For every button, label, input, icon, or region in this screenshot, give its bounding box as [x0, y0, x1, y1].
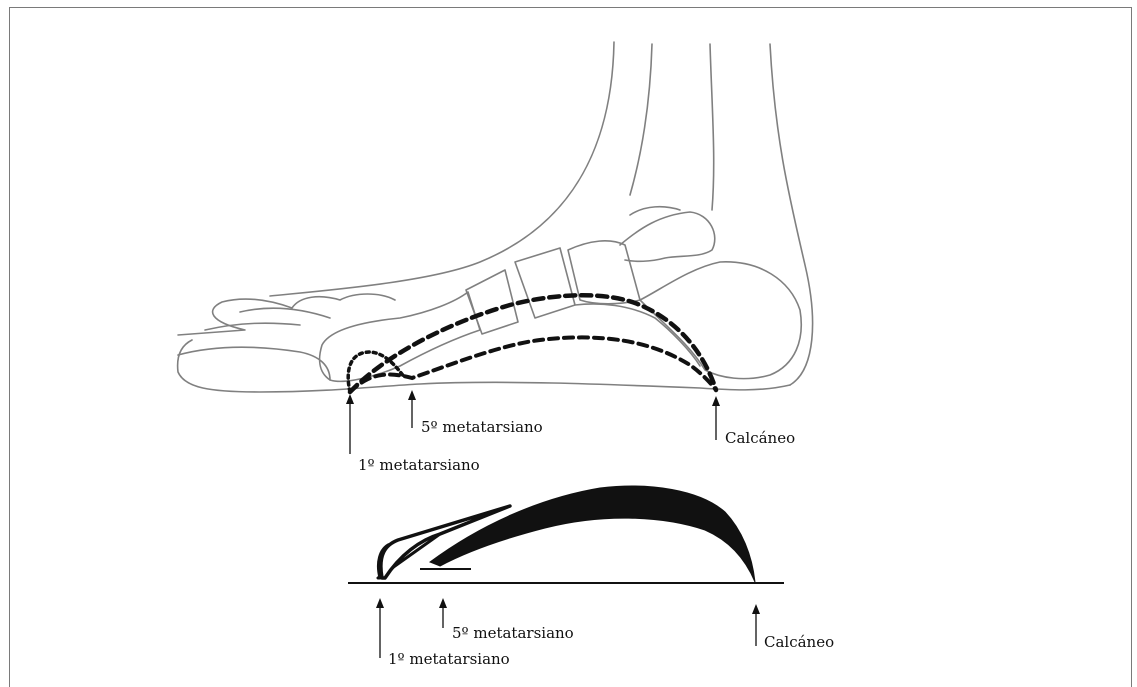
top-arrow-calcaneus — [712, 396, 720, 440]
top-label-first-metatarsal: 1º metatarsiano — [358, 456, 480, 474]
bottom-arrow-fifth-metatarsal — [439, 598, 447, 628]
bottom-label-fifth-metatarsal: 5º metatarsiano — [452, 624, 574, 642]
toe-detail-1 — [178, 347, 330, 380]
bottom-arrow-first-metatarsal — [376, 598, 384, 658]
toe-detail-3 — [240, 308, 330, 318]
tibia-inner-line — [630, 44, 652, 195]
cuneiform-2 — [515, 248, 575, 318]
arch-schematic — [348, 486, 784, 583]
talus-dome — [630, 207, 680, 215]
leg-back-outline — [770, 44, 813, 385]
lateral-arch-solid — [430, 486, 755, 582]
toe-detail-2 — [205, 323, 300, 330]
cuneiform-1 — [466, 270, 518, 334]
bottom-label-first-metatarsal: 1º metatarsiano — [388, 650, 510, 668]
top-arrow-first-metatarsal — [346, 394, 354, 454]
bottom-arrow-calcaneus — [752, 604, 760, 646]
fibula-line — [710, 44, 714, 210]
top-label-calcaneus: Calcáneo — [725, 429, 795, 447]
first-metatarsal-bone — [320, 292, 480, 381]
top-arrow-fifth-metatarsal — [408, 390, 416, 428]
talus — [620, 212, 715, 261]
lateral-longitudinal-arch — [350, 337, 716, 392]
top-label-fifth-metatarsal: 5º metatarsiano — [421, 418, 543, 436]
foot-skeleton — [178, 42, 813, 392]
bottom-label-calcaneus: Calcáneo — [764, 633, 834, 651]
